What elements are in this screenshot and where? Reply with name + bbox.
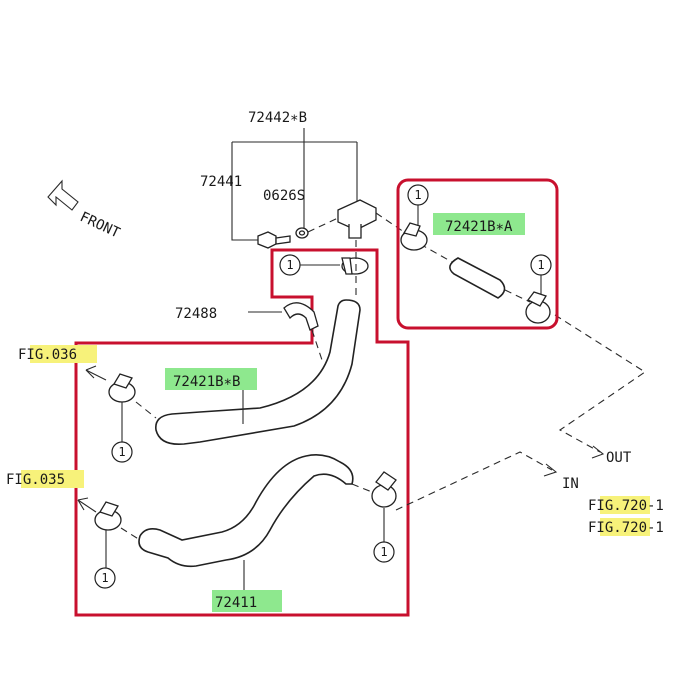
- hose-clamp-b-icon: [525, 291, 551, 324]
- hose-clamp-e-icon: [371, 471, 397, 508]
- front-label: FRONT: [77, 209, 122, 242]
- svg-text:1: 1: [414, 188, 421, 202]
- highlight-fig-036: [30, 345, 97, 363]
- bolt-icon: [257, 231, 291, 249]
- callout-1-upper-left[interactable]: 1: [111, 441, 133, 463]
- part-number-72488[interactable]: 72488: [175, 306, 217, 322]
- group-box-hoses: [74, 248, 410, 617]
- part-number-72442b[interactable]: 72442∗B: [248, 110, 307, 126]
- highlight-fig-035: [21, 470, 84, 488]
- in-arrowhead: [543, 463, 558, 477]
- tee-fitting-icon: [337, 199, 377, 239]
- highlight-72411: [212, 590, 282, 612]
- hose-72411-icon: [138, 454, 354, 568]
- svg-text:1: 1: [380, 545, 387, 559]
- figure-ref-035[interactable]: FIG.035: [6, 472, 65, 488]
- arrowhead-fig-036: [85, 365, 97, 379]
- highlight-fig-720-1-b: [600, 518, 650, 536]
- arrowhead-fig-035: [77, 497, 89, 511]
- out-label: OUT: [606, 450, 632, 466]
- callout-1-top-left-a[interactable]: 1: [407, 184, 429, 206]
- svg-text:1: 1: [286, 258, 293, 272]
- hose-clamp-a-icon: [400, 222, 428, 251]
- svg-text:1: 1: [118, 445, 125, 459]
- in-label: IN: [562, 476, 579, 492]
- hose-clamp-d-icon: [94, 501, 122, 531]
- flow-line-top: [307, 212, 647, 453]
- svg-text:1: 1: [537, 258, 544, 272]
- hose-72421ba-icon: [449, 257, 506, 299]
- highlight-72421ba: [433, 213, 525, 235]
- figure-ref-036[interactable]: FIG.036: [18, 347, 77, 363]
- svg-text:1: 1: [101, 571, 108, 585]
- hose-72421bb-icon: [155, 299, 361, 446]
- hose-clamp-c-icon: [108, 373, 136, 403]
- highlight-72421bb: [165, 368, 257, 390]
- part-number-0626s[interactable]: 0626S: [263, 188, 305, 204]
- figure-ref-720-1-b[interactable]: FIG.720-1: [588, 520, 664, 536]
- part-number-72421ba[interactable]: 72421B∗A: [445, 219, 513, 235]
- callout-1-mid[interactable]: 1: [279, 254, 301, 276]
- callout-1-top-right-a[interactable]: 1: [530, 254, 552, 276]
- figure-ref-720-1-a[interactable]: FIG.720-1: [588, 498, 664, 514]
- callout-1-lower-left[interactable]: 1: [94, 567, 116, 589]
- flow-line-in: [395, 451, 553, 511]
- part-number-72421bb[interactable]: 72421B∗B: [173, 374, 240, 390]
- washer-icon: [295, 227, 309, 239]
- leader-72442b: [231, 128, 358, 241]
- group-box-72421ba: [396, 178, 559, 330]
- part-number-72441[interactable]: 72441: [200, 174, 242, 190]
- front-arrow-icon: [47, 179, 79, 211]
- clip-72488-icon: [283, 302, 319, 331]
- out-arrowhead: [591, 445, 605, 459]
- clamp-under-tee-icon: [341, 257, 369, 275]
- callout-1-lower-right[interactable]: 1: [373, 541, 395, 563]
- part-number-72411[interactable]: 72411: [215, 595, 257, 611]
- highlight-fig-720-1-a: [600, 496, 650, 514]
